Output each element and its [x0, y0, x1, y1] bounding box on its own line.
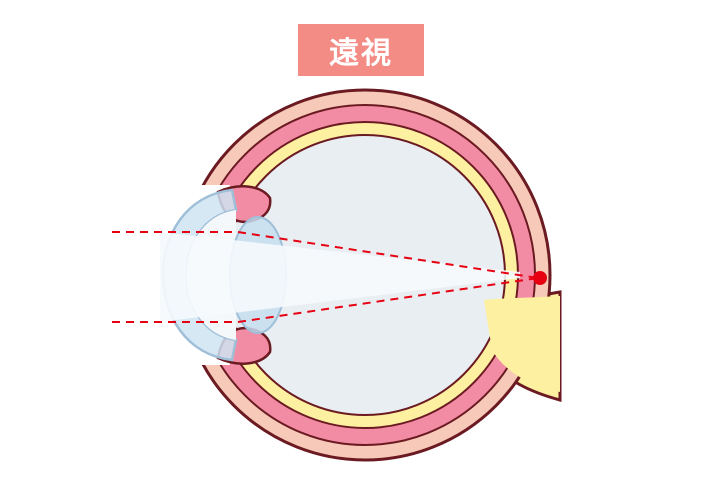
ray-bottom-refracted — [237, 277, 539, 323]
focal-point-dot — [533, 271, 547, 285]
diagram-title: 遠視 — [329, 36, 393, 71]
title-badge: 遠視 — [298, 24, 424, 76]
optic-disc — [484, 296, 560, 392]
ray-top-refracted — [237, 231, 539, 279]
light-cone — [160, 232, 520, 322]
